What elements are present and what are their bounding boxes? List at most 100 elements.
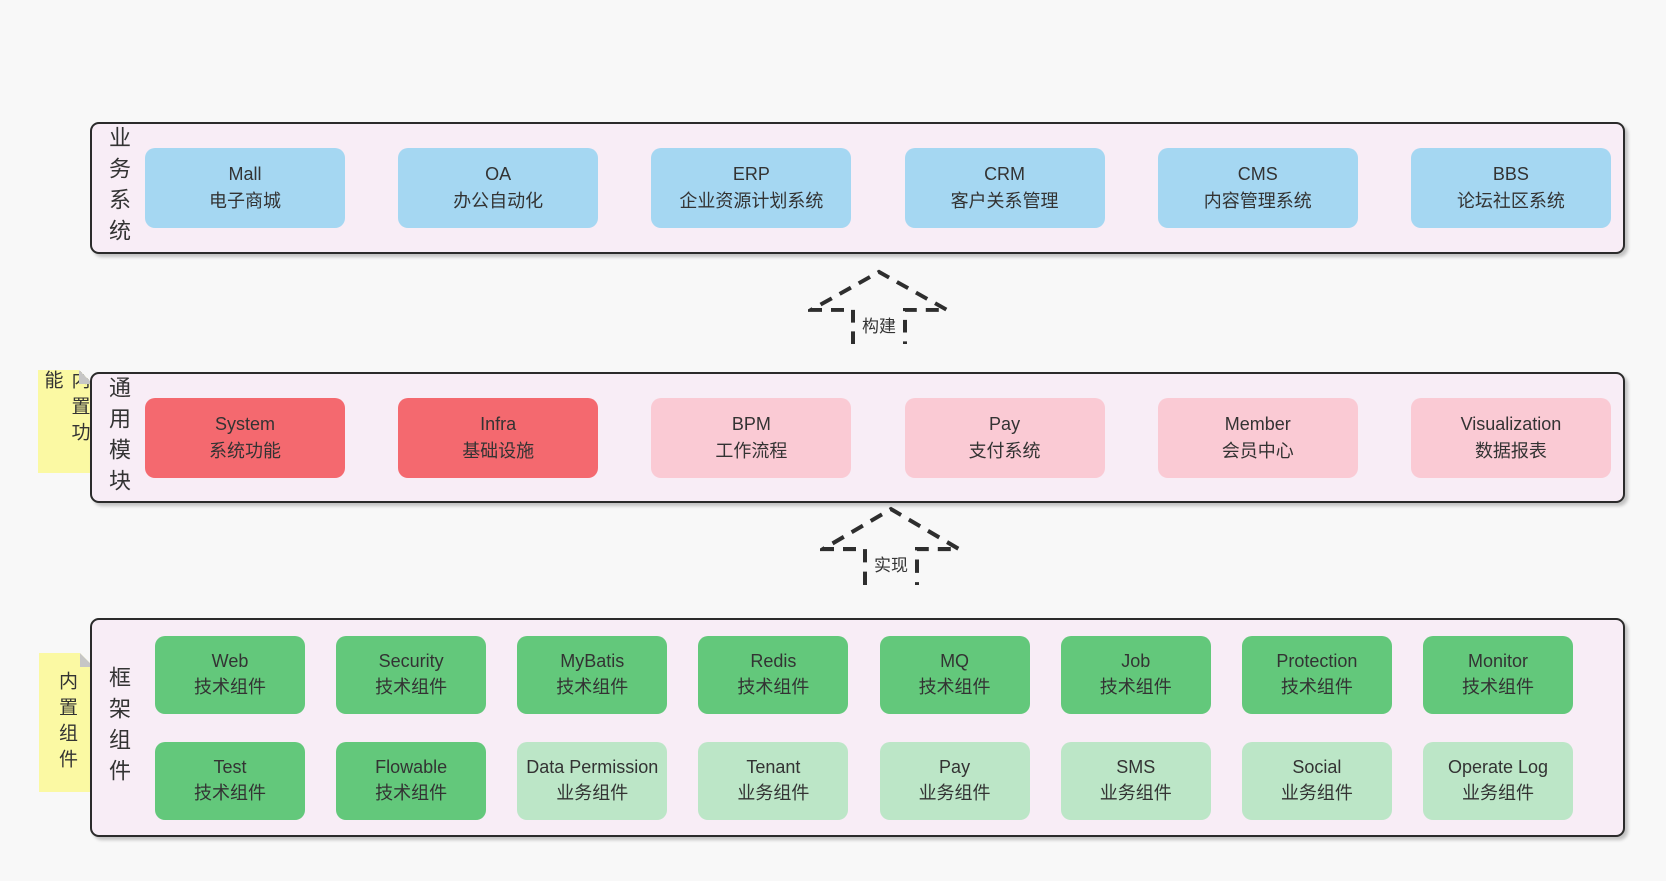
- dashed-up-arrow-icon: [808, 269, 950, 345]
- box-desc: 办公自动化: [453, 191, 544, 211]
- box-redis: Redis 技术组件: [698, 635, 849, 714]
- box-bpm: BPM 工作流程: [651, 397, 852, 478]
- business-boxes: Mall 电子商城 OA 办公自动化 ERP 企业资源计划系统 CRM 客户关系…: [144, 124, 1623, 252]
- box-name: ERP: [732, 164, 770, 184]
- box-system: System 系统功能: [145, 397, 345, 478]
- box-name: Monitor: [1467, 650, 1528, 671]
- box-name: OA: [485, 164, 512, 184]
- box-name: System: [214, 413, 275, 434]
- box-data-permission: Data Permission 业务组件: [517, 741, 668, 820]
- sticky-note-built-in-components: 内置组件: [39, 653, 94, 792]
- build-arrow-label: 构建: [859, 311, 899, 337]
- box-name: CMS: [1237, 164, 1278, 184]
- common-modules-band: 通用模块 System 系统功能 Infra 基础设施 BPM 工作流程 Pay…: [90, 372, 1625, 503]
- box-job: Job 技术组件: [1060, 635, 1211, 714]
- box-desc: 技术组件: [375, 676, 448, 697]
- box-desc: 工作流程: [715, 440, 788, 461]
- box-erp: ERP 企业资源计划系统: [651, 148, 852, 228]
- box-flowable: Flowable 技术组件: [336, 741, 487, 820]
- box-desc: 技术组件: [556, 676, 629, 697]
- box-desc: 技术组件: [918, 676, 991, 697]
- band-label-framework: 框架组件: [106, 665, 131, 790]
- box-name: Redis: [750, 650, 797, 671]
- box-desc: 技术组件: [375, 782, 448, 803]
- box-oa: OA 办公自动化: [398, 148, 599, 228]
- box-tenant: Tenant 业务组件: [698, 741, 849, 820]
- box-desc: 技术组件: [1099, 676, 1172, 697]
- box-desc: 业务组件: [556, 782, 629, 803]
- box-desc: 技术组件: [1280, 676, 1353, 697]
- box-name: BPM: [731, 413, 771, 434]
- box-desc: 业务组件: [1099, 782, 1172, 803]
- box-mall: Mall 电子商城: [145, 148, 345, 228]
- box-mq: MQ 技术组件: [879, 635, 1030, 714]
- implement-arrow-label: 实现: [871, 550, 911, 576]
- box-infra: Infra 基础设施: [398, 397, 599, 478]
- box-name: Protection: [1276, 650, 1358, 671]
- box-monitor: Monitor 技术组件: [1422, 635, 1573, 714]
- box-desc: 技术组件: [737, 676, 810, 697]
- box-desc: 技术组件: [194, 782, 266, 803]
- framework-row-2: Test 技术组件 Flowable 技术组件 Data Permission …: [155, 741, 1573, 820]
- box-name: Tenant: [746, 756, 801, 777]
- framework-rows: Web 技术组件 Security 技术组件 MyBatis 技术组件 Redi…: [144, 620, 1623, 835]
- box-desc: 业务组件: [737, 782, 810, 803]
- box-desc: 支付系统: [968, 440, 1041, 461]
- box-name: Pay: [939, 756, 971, 777]
- sticky-text: 内置功能: [41, 370, 90, 448]
- box-test: Test 技术组件: [155, 741, 305, 820]
- sticky-note-built-in-features: 内置功能: [38, 370, 93, 473]
- box-name: Pay: [989, 413, 1021, 434]
- box-name: BBS: [1492, 164, 1529, 184]
- box-desc: 会员中心: [1221, 440, 1294, 461]
- framework-components-band: 框架组件 Web 技术组件 Security 技术组件 MyBatis 技术组件…: [90, 618, 1625, 837]
- box-name: Security: [378, 650, 444, 671]
- box-desc: 业务组件: [1461, 782, 1534, 803]
- box-name: Infra: [480, 413, 517, 434]
- box-desc: 电子商城: [209, 191, 281, 211]
- box-desc: 技术组件: [194, 676, 266, 697]
- box-protection: Protection 技术组件: [1241, 635, 1392, 714]
- box-name: Operate Log: [1447, 756, 1549, 777]
- box-social: Social 业务组件: [1241, 741, 1392, 820]
- box-name: MyBatis: [560, 650, 625, 671]
- box-name: Member: [1224, 413, 1291, 434]
- box-desc: 客户关系管理: [950, 191, 1059, 211]
- box-desc: 业务组件: [918, 782, 991, 803]
- box-name: Social: [1292, 756, 1342, 777]
- box-web: Web 技术组件: [155, 635, 305, 714]
- box-name: Test: [213, 756, 247, 777]
- box-name: Data Permission: [526, 756, 659, 777]
- box-pay-component: Pay 业务组件: [879, 741, 1030, 820]
- box-name: MQ: [940, 650, 970, 671]
- box-mybatis: MyBatis 技术组件: [517, 635, 668, 714]
- module-boxes: System 系统功能 Infra 基础设施 BPM 工作流程 Pay 支付系统…: [144, 374, 1623, 501]
- box-member: Member 会员中心: [1157, 397, 1358, 478]
- box-crm: CRM 客户关系管理: [904, 148, 1105, 228]
- box-name: Visualization: [1460, 413, 1562, 434]
- box-desc: 系统功能: [209, 440, 281, 461]
- box-desc: 论坛社区系统: [1456, 191, 1565, 211]
- box-cms: CMS 内容管理系统: [1157, 148, 1358, 228]
- box-operate-log: Operate Log 业务组件: [1422, 741, 1573, 820]
- box-name: SMS: [1116, 756, 1156, 777]
- box-desc: 业务组件: [1280, 782, 1353, 803]
- band-label-modules: 通用模块: [106, 375, 131, 500]
- build-arrow: 构建: [808, 269, 950, 345]
- business-systems-band: 业务系统 Mall 电子商城 OA 办公自动化 ERP 企业资源计划系统 CRM…: [90, 122, 1625, 254]
- framework-row-1: Web 技术组件 Security 技术组件 MyBatis 技术组件 Redi…: [155, 635, 1573, 714]
- box-name: Web: [211, 650, 249, 671]
- box-name: Job: [1121, 650, 1151, 671]
- box-pay-module: Pay 支付系统: [904, 397, 1105, 478]
- box-desc: 基础设施: [462, 440, 535, 461]
- box-desc: 技术组件: [1461, 676, 1534, 697]
- sticky-text: 内置组件: [56, 670, 77, 775]
- band-label-business: 业务系统: [106, 126, 131, 250]
- box-name: Mall: [228, 164, 262, 184]
- box-name: CRM: [984, 164, 1026, 184]
- dashed-up-arrow-icon: [820, 506, 962, 585]
- box-name: Flowable: [375, 756, 448, 777]
- box-desc: 数据报表: [1474, 440, 1547, 461]
- box-security: Security 技术组件: [336, 635, 487, 714]
